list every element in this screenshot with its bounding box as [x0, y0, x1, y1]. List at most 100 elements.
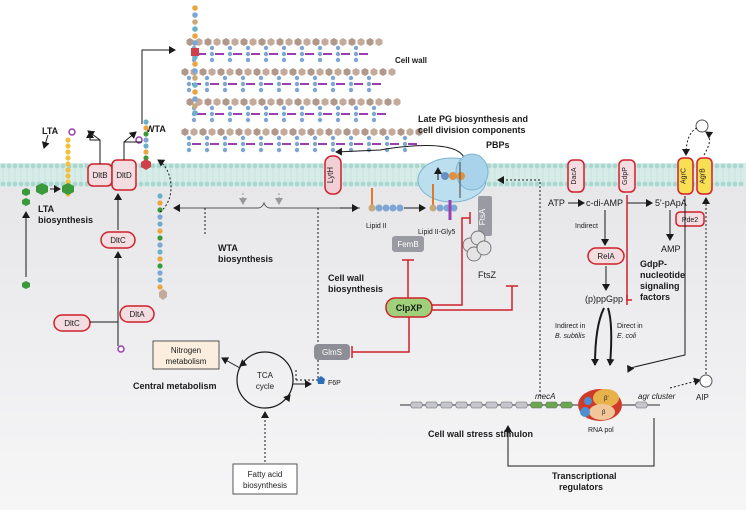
gdpp-factors-label-4: factors	[640, 292, 670, 302]
rnapol-label: RNA pol	[588, 427, 614, 434]
late-pg-arrow	[335, 145, 466, 161]
dlt-arrows	[86, 130, 142, 353]
nitrogen-metabolism-box: Nitrogen metabolism	[152, 340, 220, 370]
lta-chain	[36, 128, 76, 197]
beta-prime-label: β'	[604, 396, 609, 402]
wta-to-wall-arrow	[141, 46, 176, 124]
direct-ecoli-label-1: Direct in	[617, 323, 643, 330]
cytoplasm-region	[0, 170, 746, 510]
glms-protein[interactable]: GlmS	[314, 344, 350, 360]
indirect-bsub-label-2: B. subtilis	[555, 333, 585, 340]
beta-label: β	[602, 410, 606, 416]
pbps-complex	[417, 153, 489, 203]
dltc-protein[interactable]: DltC	[53, 314, 91, 332]
meca-to-pbps-arrow	[497, 176, 541, 396]
lipid-ii-gly5-molecule	[429, 184, 458, 220]
amp-label: AMP	[661, 244, 681, 254]
svg-text:DltA: DltA	[129, 310, 145, 319]
dltb-protein[interactable]: DltB	[87, 163, 113, 187]
clpxp-inhibitions	[351, 212, 518, 358]
aip-extracellular-icon	[695, 119, 709, 133]
transcriptional-label-1: Transcriptional	[552, 471, 617, 481]
lta-precursor-hexagons	[22, 188, 30, 289]
transcriptional-loop	[504, 418, 655, 467]
svg-text:Nitrogen: Nitrogen	[171, 346, 201, 355]
wta-flip-arrow	[157, 159, 172, 213]
svg-text:TCA: TCA	[257, 371, 274, 380]
agrc-protein[interactable]: AgrC	[677, 157, 694, 195]
lta-label: LTA	[42, 126, 59, 136]
wta-biosynthesis-label-1: WTA	[218, 243, 238, 253]
svg-text:metabolism: metabolism	[166, 357, 207, 366]
rela-protein[interactable]: RelA	[587, 247, 625, 265]
tca-to-nitrogen-arrow	[221, 357, 241, 369]
lta-biosynthesis-label-2: biosynthesis	[38, 215, 93, 225]
meca-label: mecA	[535, 392, 555, 401]
clpxp-protein[interactable]: ClpXP	[385, 297, 433, 318]
svg-text:biosynthesis: biosynthesis	[243, 481, 287, 490]
agrb-protein[interactable]: AgrB	[696, 157, 713, 195]
central-metabolism-label: Central metabolism	[133, 381, 217, 391]
svg-text:FemB: FemB	[397, 240, 418, 249]
transcriptional-label-2: regulators	[559, 482, 603, 492]
svg-text:DacA: DacA	[571, 167, 578, 184]
svg-text:DltB: DltB	[92, 171, 107, 180]
late-pg-label-1: Late PG biosynthesis and	[418, 114, 528, 124]
svg-text:ClpXP: ClpXP	[396, 303, 423, 313]
svg-text:DltD: DltD	[116, 171, 132, 180]
lyth-protein[interactable]: LytH	[324, 155, 342, 195]
lipid-ii-label: Lipid II	[366, 223, 387, 230]
atp-label: ATP	[548, 198, 565, 208]
f6p-label: F6P	[328, 380, 341, 387]
femb-protein[interactable]: FemB	[392, 236, 424, 252]
svg-text:cycle: cycle	[256, 382, 275, 391]
ftsz-label: FtsZ	[478, 270, 496, 280]
wta-intracellular-chain	[157, 193, 167, 300]
lta-biosynthesis-label-1: LTA	[38, 204, 55, 214]
papa-label: 5'-pApA	[655, 198, 687, 208]
svg-text:GdpP: GdpP	[622, 167, 629, 185]
indirect-label: Indirect	[575, 223, 598, 230]
agr-cluster-label: agr cluster	[638, 392, 676, 401]
svg-text:AgrB: AgrB	[700, 168, 707, 184]
fatty-acid-box: Fatty acid biosynthesis	[232, 463, 298, 495]
dltd-protein[interactable]: DltD	[111, 159, 137, 191]
gdpp-factors-label-1: GdpP-	[640, 259, 667, 269]
ftsa-protein[interactable]: FtsA	[478, 196, 492, 236]
rna-polymerase: β' β	[578, 389, 622, 421]
cw-biosynthesis-label-2: biosynthesis	[328, 284, 383, 294]
f6p-icon	[317, 376, 325, 384]
svg-text:LytH: LytH	[326, 167, 335, 183]
pbps-label: PBPs	[486, 140, 510, 150]
indirect-bsub-label-1: Indirect in	[555, 323, 585, 330]
svg-text:RelA: RelA	[597, 252, 615, 261]
svg-text:GlmS: GlmS	[322, 348, 342, 357]
wta-label: WTA	[146, 124, 166, 134]
svg-text:DltC: DltC	[64, 319, 80, 328]
dlta-protein[interactable]: DltA	[119, 305, 155, 323]
gdpp-protein[interactable]: GdpP	[618, 159, 636, 193]
tca-cycle: TCA cycle	[236, 351, 294, 409]
ppgpp-label: (p)ppGpp	[585, 294, 623, 304]
direct-ecoli-label-2: E. coli	[617, 333, 637, 340]
daca-protein[interactable]: DacA	[567, 159, 585, 193]
late-pg-label-2: cell division components	[418, 125, 526, 135]
svg-text:Pde2: Pde2	[682, 217, 698, 224]
cdiamp-label: c-di-AMP	[586, 198, 623, 208]
aip-label: AIP	[696, 393, 709, 402]
lipid-ii-gly5-label: Lipid II-Gly5	[418, 229, 455, 236]
dltc-membrane-protein[interactable]: DltC	[100, 231, 136, 249]
aip-icon	[699, 374, 713, 388]
stress-stimulon-label: Cell wall stress stimulon	[428, 429, 533, 439]
svg-text:Fatty acid: Fatty acid	[248, 470, 283, 479]
wta-biosynthesis-label-2: biosynthesis	[218, 254, 273, 264]
svg-text:FtsA: FtsA	[478, 208, 487, 225]
peptidoglycan-layer	[181, 5, 423, 153]
cell-wall-label: Cell wall	[395, 56, 427, 65]
pde2-protein[interactable]: Pde2	[675, 211, 705, 227]
svg-text:AgrC: AgrC	[681, 168, 688, 184]
cw-biosynthesis-label-1: Cell wall	[328, 273, 364, 283]
ftsz-protein	[462, 230, 492, 262]
